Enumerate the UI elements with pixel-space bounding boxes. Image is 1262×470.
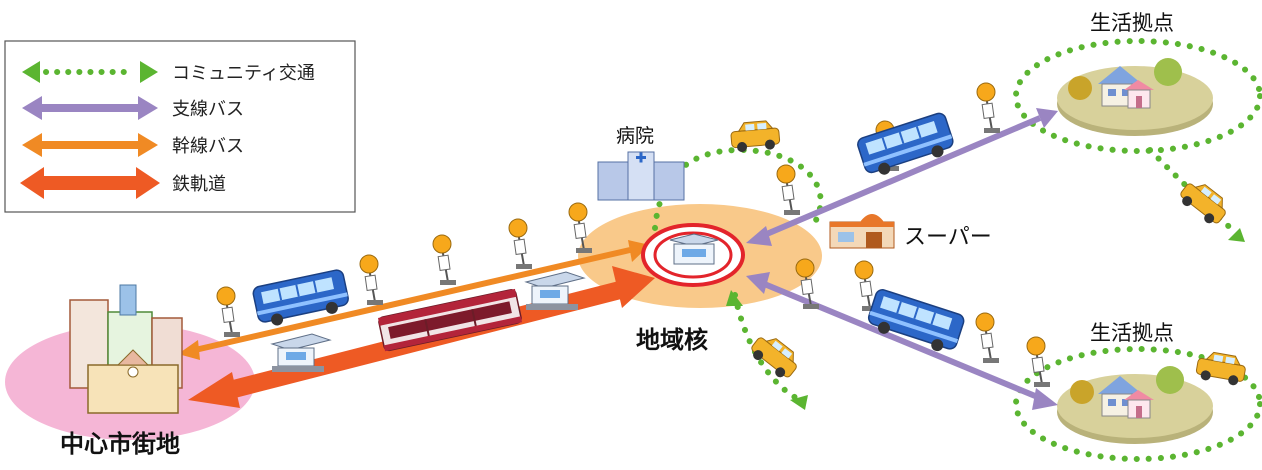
train-icon	[378, 288, 523, 352]
supermarket-icon	[829, 214, 895, 249]
legend-item-rail: 鉄軌道	[20, 167, 226, 199]
bus-stop-icon	[508, 218, 533, 270]
station-icon	[669, 233, 719, 265]
building-icon	[119, 284, 137, 316]
legend-label-rail: 鉄軌道	[172, 174, 226, 195]
legend-item-community: コミュニティ交通	[22, 61, 315, 84]
legend-item-trunk-bus: 幹線バス	[22, 133, 244, 157]
bus-icon	[855, 110, 958, 181]
hospital-icon	[597, 151, 685, 201]
taxi-icon	[746, 329, 804, 383]
legend-label-trunk-bus: 幹線バス	[172, 136, 244, 157]
legend-label-branch-bus: 支線バス	[172, 99, 244, 120]
bus-stop-icon	[216, 286, 241, 338]
label-life-base-bottom: 生活拠点	[1090, 321, 1174, 345]
city-center-buildings	[69, 284, 183, 414]
bus-stop-icon	[1026, 336, 1051, 388]
bus-stop-icon	[432, 234, 457, 286]
legend-label-community: コミュニティ交通	[172, 63, 315, 84]
community-arrowhead	[726, 290, 743, 306]
legend-item-branch-bus: 支線バス	[22, 96, 244, 120]
bus-stop-icon	[976, 82, 1001, 134]
label-city-center: 中心市街地	[60, 430, 180, 458]
life-base-bottom	[1013, 346, 1262, 462]
legend: コミュニティ交通 支線バス 幹線バス 鉄軌道	[4, 40, 356, 213]
community-transit-routes	[652, 146, 1238, 403]
community-arrowhead	[1228, 228, 1245, 242]
taxi-icon	[729, 119, 781, 154]
regional-hub-station	[641, 223, 745, 287]
bus-stop-icon	[975, 312, 1000, 364]
community-arrowhead	[790, 395, 808, 410]
branch-bus-line-top	[746, 108, 1058, 246]
label-supermarket: スーパー	[904, 225, 992, 250]
bus-stop-icon	[776, 164, 801, 216]
branch-bus-line-bottom	[746, 272, 1058, 410]
bus-shelter-icon	[271, 333, 331, 373]
label-regional-hub: 地域核	[636, 326, 708, 354]
label-hospital: 病院	[616, 125, 654, 147]
bus-stop-icon	[359, 254, 384, 306]
building-icon	[87, 349, 179, 414]
bus-shelter-icon	[525, 271, 585, 311]
life-base-top	[1013, 38, 1262, 154]
label-life-base-top: 生活拠点	[1090, 11, 1174, 35]
